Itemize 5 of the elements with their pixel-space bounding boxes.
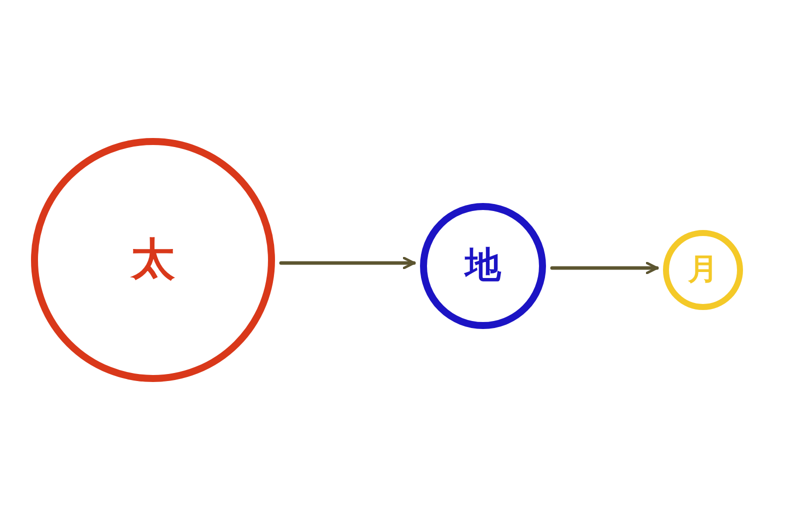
- node-label: 地: [465, 248, 501, 284]
- arrow: [550, 262, 659, 274]
- node-label: 太: [131, 238, 175, 282]
- arrow: [279, 256, 416, 270]
- node-label: 月: [688, 255, 718, 285]
